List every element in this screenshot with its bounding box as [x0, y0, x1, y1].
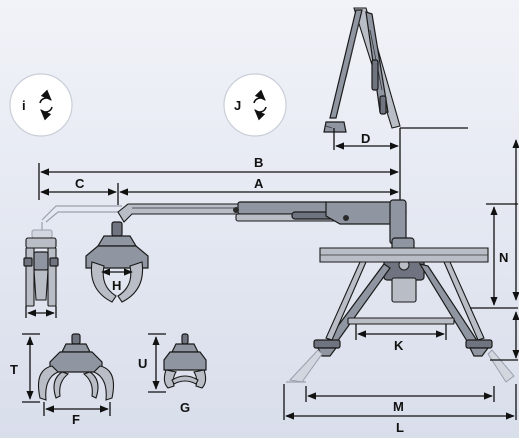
- label-t: T: [10, 362, 18, 377]
- crane-boom: [117, 199, 407, 245]
- dimension-d: D: [333, 128, 401, 150]
- grapple-u: [163, 333, 207, 389]
- rotation-circle-i: i: [9, 73, 73, 137]
- grapple-front-ghost: [23, 222, 59, 318]
- label-f: F: [72, 412, 80, 427]
- label-n: N: [499, 250, 508, 265]
- folded-crane-drawing: [323, 7, 468, 133]
- label-b: B: [254, 155, 263, 170]
- rotation-arrows-icon: [253, 89, 267, 121]
- label-k: K: [394, 338, 404, 353]
- label-h: H: [112, 278, 121, 293]
- label-c: C: [75, 176, 85, 191]
- dimension-a: A: [119, 176, 399, 196]
- label-u: U: [138, 356, 147, 371]
- extended-boom-ghost: [41, 205, 122, 223]
- label-j: J: [234, 98, 241, 113]
- label-d: D: [361, 131, 370, 146]
- dimension-t: T: [10, 333, 40, 403]
- dimension-right-vertical: [490, 139, 519, 361]
- rotation-arrows-icon: [39, 89, 53, 121]
- grapple-h: H: [85, 221, 149, 303]
- dimension-u: U: [138, 333, 166, 393]
- label-l: L: [396, 420, 404, 435]
- dimension-k: K: [355, 324, 447, 353]
- dimension-b: B: [38, 150, 401, 205]
- rotation-circle-j: J: [223, 73, 287, 137]
- crane-base: [286, 237, 515, 383]
- label-m: M: [393, 399, 404, 414]
- dimension-c: C: [40, 176, 119, 205]
- label-g: G: [180, 400, 190, 415]
- dimension-l: L: [283, 384, 517, 435]
- label-i: i: [22, 98, 26, 113]
- grapple-t: [37, 333, 115, 401]
- dimension-f: F: [43, 402, 111, 427]
- dimension-n: N: [470, 203, 518, 309]
- label-a: A: [254, 176, 264, 191]
- dimension-m: M: [305, 386, 495, 414]
